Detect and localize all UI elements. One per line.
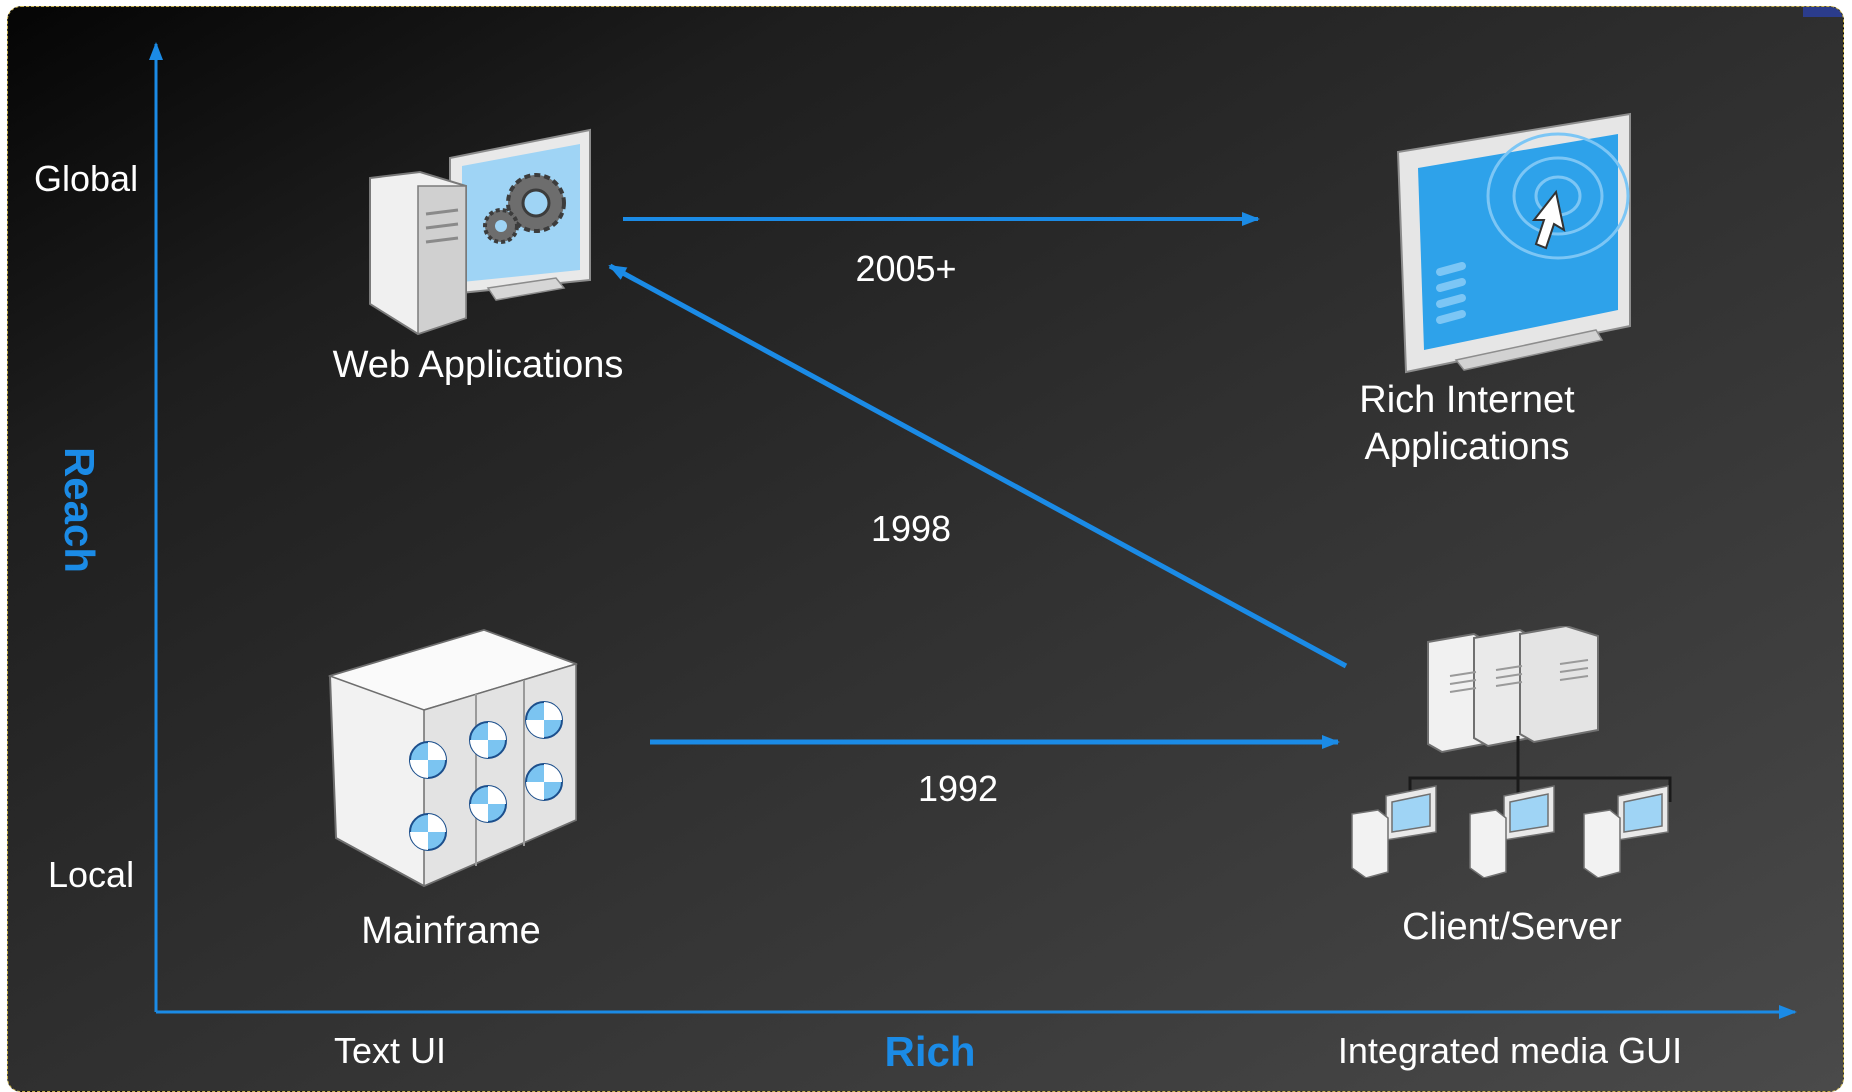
web-server-icon — [369, 128, 591, 336]
year-2005-label: 2005+ — [855, 248, 957, 289]
arrow-client-server-to-web — [608, 263, 1348, 669]
y-axis-top-label: Global — [34, 158, 139, 199]
web-applications-label: Web Applications — [332, 344, 624, 386]
x-axis-title: Rich — [884, 1028, 976, 1075]
ria-label-line1: Rich Internet — [1359, 379, 1575, 421]
y-axis-title: Reach — [56, 446, 103, 574]
year-1998-label: 1998 — [870, 508, 952, 549]
client-server-icon — [1351, 626, 1672, 878]
ria-label-line2: Applications — [1364, 426, 1570, 468]
x-axis-right-label: Integrated media GUI — [1337, 1030, 1683, 1071]
y-axis-bottom-label: Local — [48, 854, 135, 895]
mainframe-label: Mainframe — [361, 910, 541, 952]
client-server-label: Client/Server — [1402, 906, 1622, 948]
mainframe-icon — [328, 628, 578, 888]
monitor-cursor-icon — [1396, 112, 1631, 374]
year-1992-label: 1992 — [917, 768, 999, 809]
corner-accent — [1803, 7, 1843, 17]
x-axis-left-label: Text UI — [333, 1030, 447, 1071]
